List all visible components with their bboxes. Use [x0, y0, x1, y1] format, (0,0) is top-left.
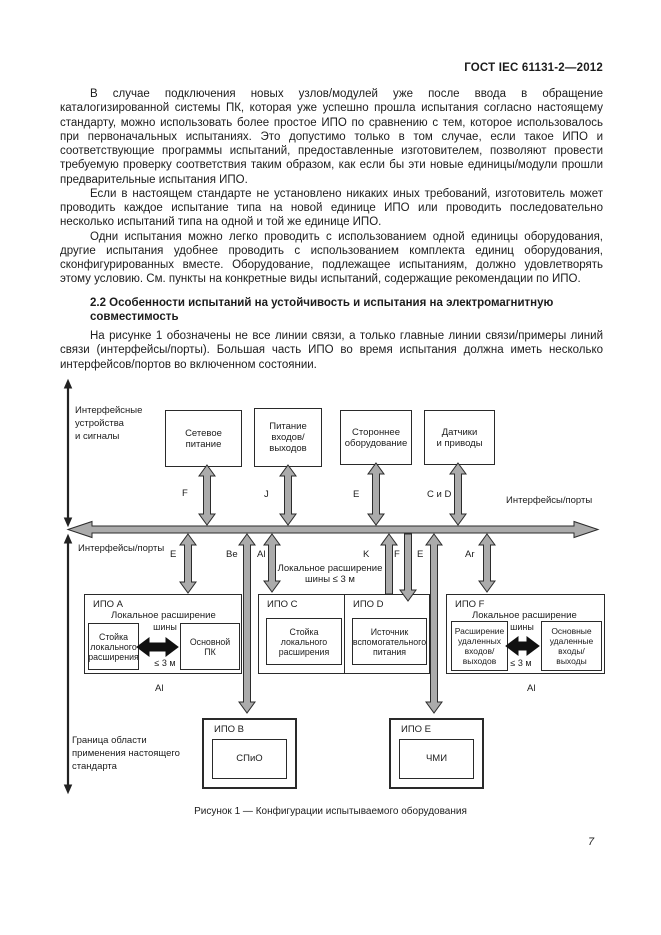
eut-e-box: ИПО Е ЧМИ	[389, 718, 484, 789]
scope-boundary-line-bottom	[63, 533, 73, 795]
eut-a-main-plc: Основной ПК	[180, 623, 240, 670]
paragraph-2: Если в настоящем стандарте не установлен…	[60, 187, 603, 229]
eut-a-distance: ≤ 3 м	[154, 658, 176, 668]
page-number: 7	[588, 836, 595, 848]
eut-d-title: ИПО D	[353, 599, 384, 610]
port-label-f-bus: F	[394, 549, 400, 560]
eut-f-distance: ≤ 3 м	[510, 658, 532, 668]
eut-f-bus-word: шины	[510, 622, 534, 632]
eut-f-main-remote-io: Основные удаленные входы/ выходы	[541, 621, 602, 671]
eut-e-title: ИПО Е	[401, 724, 432, 735]
paragraph-3: Одни испытания можно легко проводить с и…	[60, 230, 603, 286]
arrow-cd-top	[449, 462, 467, 526]
eut-d-aux-power: Источник вспомогательного питания	[352, 618, 427, 665]
port-label-ar: Ar	[465, 549, 475, 560]
arrow-e-top	[367, 462, 385, 526]
port-label-e-top: E	[353, 489, 360, 500]
eut-c-title: ИПО С	[267, 599, 298, 610]
box-sensors-actuators: Датчики и приводы	[424, 410, 495, 465]
port-label-e-bus-left: E	[170, 549, 177, 560]
arrow-f-top	[198, 464, 216, 526]
eut-a-local-rack: Стойка локального расширения	[88, 623, 139, 670]
label-interface-devices: Интерфейсные устройства и сигналы	[75, 405, 143, 442]
eut-f-title: ИПО F	[455, 599, 485, 610]
eut-cd-divider	[344, 595, 345, 673]
text-column: ГОСТ IEC 61131-2—2012 В случае подключен…	[60, 62, 603, 372]
eut-cd-box: ИПО С ИПО D Стойка локального расширения…	[258, 594, 430, 674]
eut-f-remote-io-ext: Расширение удаленных входов/ выходов	[451, 621, 508, 671]
eut-b-box: ИПО В СПиО	[202, 718, 297, 789]
label-ports-right: Интерфейсы/порты	[506, 495, 593, 506]
box-io-power: Питание входов/ выходов	[254, 408, 322, 467]
arrow-f-down-to-eut-d	[399, 533, 417, 602]
figure-caption: Рисунок 1 — Конфигурации испытываемого о…	[194, 806, 467, 817]
eut-b-title: ИПО В	[214, 724, 245, 735]
arrow-ar-to-eut-f	[478, 533, 496, 593]
arrow-j-top	[279, 464, 297, 526]
paragraph-1: В случае подключения новых узлов/модулей…	[60, 88, 603, 186]
port-label-be: Be	[226, 549, 238, 560]
eut-e-hmi: ЧМИ	[399, 739, 474, 779]
port-label-cd-top: С и D	[427, 489, 452, 500]
label-scope-boundary: Граница области применения настоящего ст…	[72, 735, 180, 772]
section-heading: 2.2 Особенности испытаний на устойчивост…	[90, 296, 554, 323]
eut-f-subtitle: Локальное расширение	[472, 610, 577, 621]
paragraph-4: На рисунке 1 обозначены не все линии свя…	[60, 330, 603, 371]
port-label-k: K	[363, 549, 370, 560]
port-label-al-below-a: Al	[155, 683, 164, 694]
box-third-party-equipment: Стороннее оборудование	[340, 410, 412, 465]
port-label-al-below-f: Al	[527, 683, 536, 694]
port-label-j-top: J	[264, 489, 269, 500]
port-label-e-bus-right: E	[417, 549, 424, 560]
box-mains-supply: Сетевое питание	[165, 410, 242, 467]
label-local-bus-extension: Локальное расширение шины ≤ 3 м	[277, 563, 383, 585]
eut-a-box: ИПО А Локальное расширение шины Стойка л…	[84, 594, 242, 674]
interface-bus-arrow	[66, 520, 600, 539]
eut-a-title: ИПО А	[93, 599, 124, 610]
port-label-al: Al	[257, 549, 266, 560]
arrow-e-bus-left	[179, 533, 197, 594]
eut-b-spio: СПиО	[212, 739, 287, 779]
page-header: ГОСТ IEC 61131-2—2012	[464, 62, 603, 74]
eut-a-bus-word: шины	[153, 622, 177, 632]
eut-f-box: ИПО F Локальное расширение шины Расширен…	[446, 594, 605, 674]
label-ports-left: Интерфейсы/порты	[78, 543, 165, 554]
port-label-f-top: F	[182, 488, 188, 499]
eut-a-subtitle: Локальное расширение	[111, 610, 216, 621]
eut-c-local-rack: Стойка локального расширения	[266, 618, 342, 665]
scope-boundary-line-top	[63, 378, 73, 528]
